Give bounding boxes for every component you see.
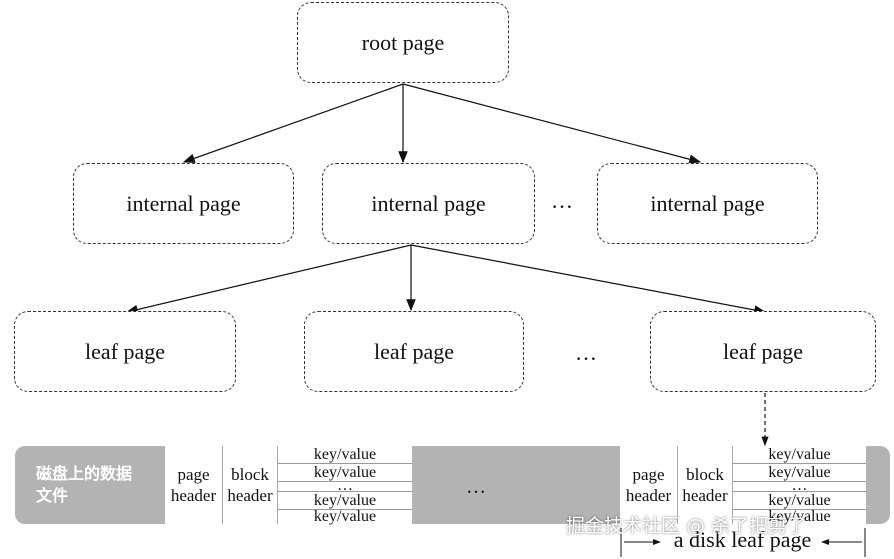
leaf-ellipsis: … (575, 340, 598, 365)
kv-row: key/value (278, 446, 412, 464)
disk-leaf-page-label: a disk leaf page (673, 527, 812, 552)
leaf-page-label: leaf page (85, 338, 165, 364)
root-page: root page (297, 2, 509, 83)
kv-row: key/value (733, 509, 866, 525)
leaf-page-label: leaf page (723, 338, 803, 364)
internal-ellipsis: … (551, 188, 574, 213)
kv-column-left: key/value key/value … key/value key/valu… (278, 446, 412, 525)
disk-page-span-arrows (620, 528, 866, 557)
internal-to-leaf-arrows (125, 244, 767, 315)
leaf-page-1: leaf page (14, 311, 236, 392)
internal-page-1: internal page (73, 163, 294, 244)
cell-divider (677, 446, 678, 524)
root-page-label: root page (361, 29, 445, 55)
block-header-cell: block header (223, 446, 277, 524)
kv-column-right: key/value key/value … key/value key/valu… (733, 446, 866, 525)
kv-row: key/value (733, 446, 866, 464)
kv-row: key/value (278, 464, 412, 482)
kv-row: key/value (733, 492, 866, 510)
kv-row: key/value (278, 509, 412, 525)
page-header-cell: page header (620, 446, 677, 524)
kv-row-ellipsis: … (278, 478, 412, 494)
leaf-page-label: leaf page (374, 338, 454, 364)
cell-divider (277, 446, 278, 524)
internal-page-label: internal page (371, 190, 486, 216)
cell-divider (222, 446, 223, 524)
internal-page-label: internal page (126, 190, 241, 216)
watermark: 掘金技术社区 @ 杀了把剪了 (566, 515, 807, 537)
cell-divider (732, 446, 733, 524)
disk-middle-ellipsis: … (466, 476, 486, 498)
kv-row-ellipsis: … (733, 478, 866, 494)
internal-page-label: internal page (650, 190, 765, 216)
page-header-cell: page header (165, 446, 222, 524)
internal-page-3: internal page (597, 163, 818, 244)
internal-page-2: internal page (322, 163, 535, 244)
leaf-page-3: leaf page (650, 311, 876, 392)
kv-row: key/value (733, 464, 866, 482)
root-to-internal-arrows (182, 83, 702, 164)
block-header-cell: block header (678, 446, 732, 524)
kv-row: key/value (278, 492, 412, 510)
disk-file-label: 磁盘上的数据文件 (36, 464, 133, 505)
leaf-page-2: leaf page (304, 311, 524, 392)
